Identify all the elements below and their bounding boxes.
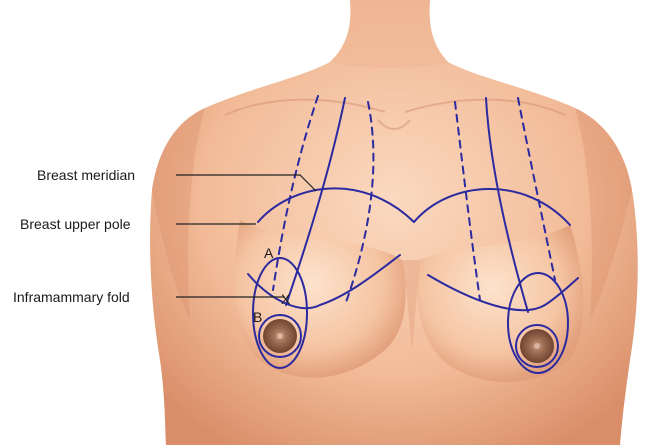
- point-a-label: A: [264, 245, 274, 261]
- breast-meridian-label: Breast meridian: [37, 167, 135, 183]
- left-areola: [263, 319, 297, 353]
- torso-illustration: [150, 0, 638, 445]
- right-areola: [520, 329, 554, 363]
- breast-upper-pole-label: Breast upper pole: [20, 216, 131, 232]
- point-b-label: B: [253, 309, 262, 325]
- point-x-label: X: [281, 291, 291, 307]
- inframammary-fold-label: Inframammary fold: [13, 289, 130, 305]
